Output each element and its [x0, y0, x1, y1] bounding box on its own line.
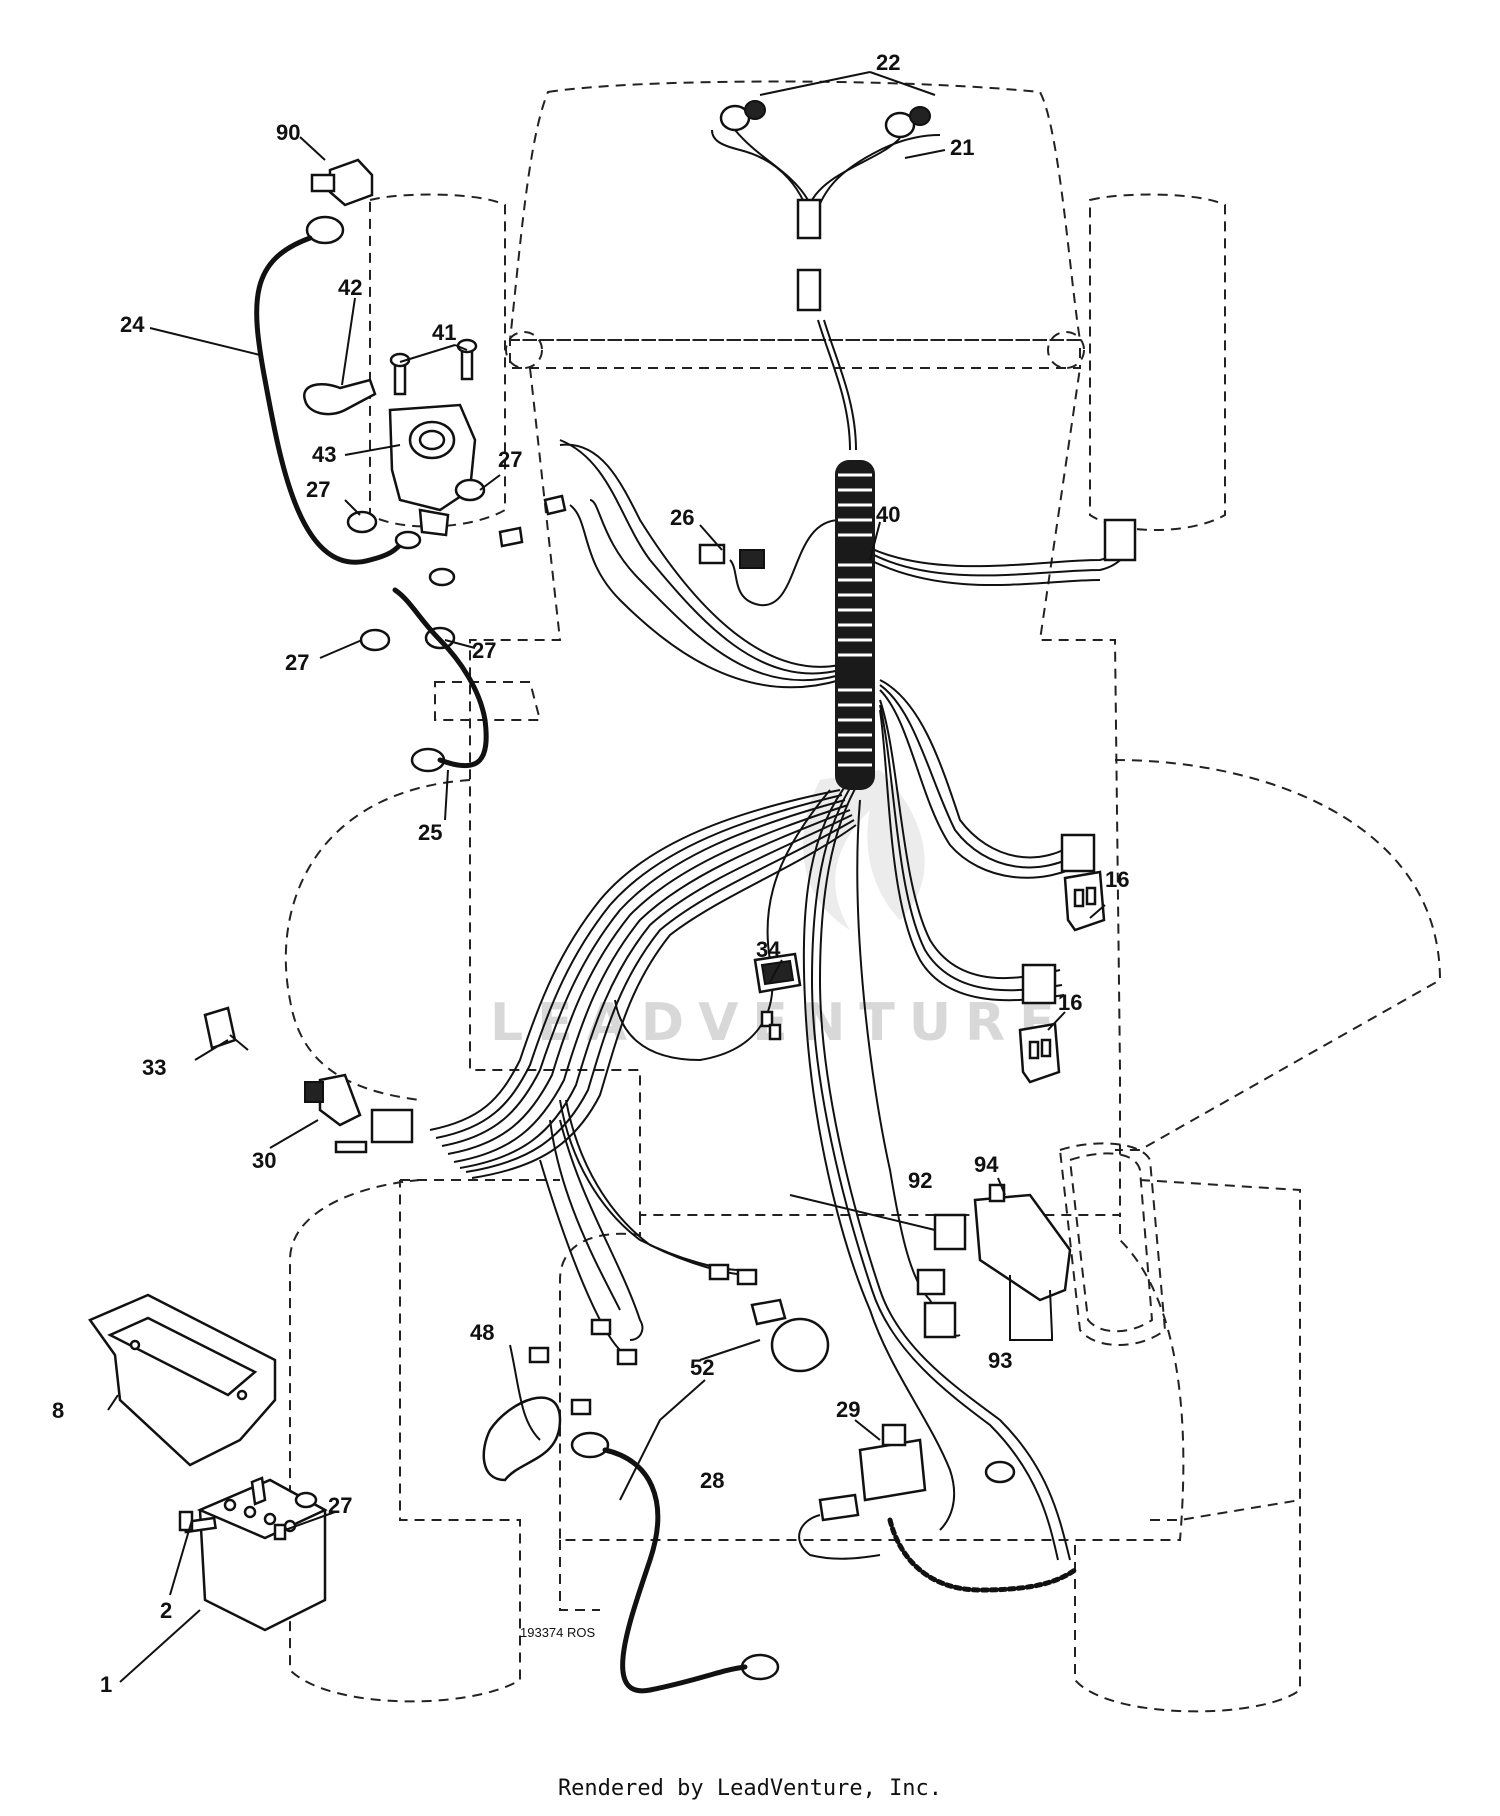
battery-1: [196, 1476, 328, 1632]
screws-93: [1009, 1275, 1053, 1341]
callout-40: 40: [876, 502, 900, 527]
callout-27-a: 27: [498, 447, 522, 472]
callout-16-a: 16: [1105, 867, 1129, 892]
part-90: [310, 158, 374, 207]
plugs-misc: [590, 1263, 758, 1366]
callout-8: 8: [52, 1398, 64, 1423]
nuts-27: [346, 478, 486, 652]
callout-16-b: 16: [1058, 990, 1082, 1015]
footer-credit: Rendered by LeadVenture, Inc.: [557, 1776, 943, 1801]
callout-52: 52: [690, 1355, 714, 1380]
terminal-boot-42: [303, 378, 377, 416]
battery-cable-24: [254, 215, 403, 565]
callout-43: 43: [312, 442, 336, 467]
callout-26: 26: [670, 505, 694, 530]
callout-34: 34: [756, 937, 781, 962]
bulb-52: [750, 1298, 830, 1373]
callout-27-d: 27: [472, 638, 496, 663]
corrugated-loom: [835, 460, 875, 790]
callout-48: 48: [470, 1320, 494, 1345]
callout-27-e: 27: [328, 1493, 352, 1518]
callout-30: 30: [252, 1148, 276, 1173]
ignition-switch-30: [304, 1073, 414, 1154]
callout-22: 22: [876, 50, 900, 75]
headlight-assembly: [719, 100, 931, 312]
drawing-number: 193374 ROS: [520, 1625, 595, 1640]
callout-42: 42: [338, 275, 362, 300]
callout-29: 29: [836, 1397, 860, 1422]
connector-92: [916, 1213, 967, 1339]
callout-94: 94: [974, 1152, 999, 1177]
callout-labels: 22 21 90 24 42 41 43 27 27 27 27 25 26 4…: [52, 50, 1129, 1697]
callout-28: 28: [700, 1468, 724, 1493]
callout-24: 24: [120, 312, 145, 337]
key-33: [203, 1006, 249, 1051]
tractor-outline: [284, 80, 1442, 1713]
callout-1: 1: [100, 1672, 112, 1697]
leader-lines: [107, 71, 1106, 1683]
interlock-94: [973, 1183, 1072, 1302]
callout-27-b: 27: [306, 477, 330, 502]
callout-21: 21: [950, 135, 974, 160]
switch-34: [753, 952, 802, 1041]
cable-25: [392, 494, 567, 773]
callout-92: 92: [908, 1168, 932, 1193]
callout-27-c: 27: [285, 650, 309, 675]
callout-2: 2: [160, 1598, 172, 1623]
callout-93: 93: [988, 1348, 1012, 1373]
callout-90: 90: [276, 120, 300, 145]
callout-41: 41: [432, 320, 456, 345]
bulb-48: [482, 1346, 592, 1482]
callout-33: 33: [142, 1055, 166, 1080]
watermark-text: LEADVENTURE: [490, 993, 1069, 1053]
ground-cable-28: [570, 1431, 780, 1694]
switch-29: [798, 1423, 1078, 1593]
solenoid-43: [388, 403, 477, 537]
connector-plugs: [1021, 518, 1137, 1005]
bolt-2: [178, 1510, 287, 1541]
connector-26: [698, 543, 765, 569]
battery-tray-8: [88, 1293, 277, 1467]
callout-25: 25: [418, 820, 442, 845]
